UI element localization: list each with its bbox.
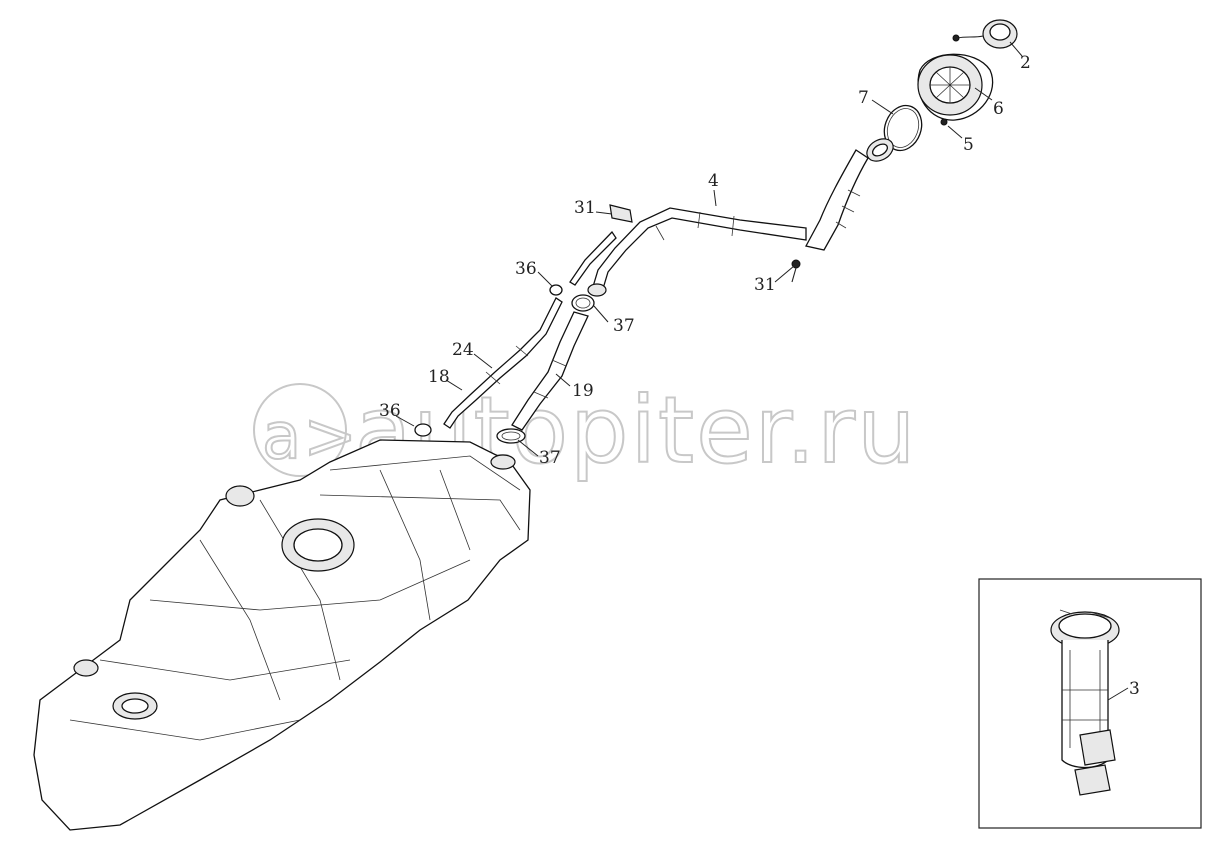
callout-7: 7 <box>858 88 869 108</box>
bolt-lower <box>791 259 801 283</box>
filler-housing <box>917 53 994 126</box>
callout-31-lower: 31 <box>754 275 776 295</box>
filler-hose <box>511 311 589 431</box>
fuel-tank <box>33 439 531 831</box>
callout-18: 18 <box>428 367 450 387</box>
vent-hose <box>443 297 563 429</box>
clamp-37-lower <box>496 428 526 444</box>
callout-37-lower: 37 <box>539 448 561 468</box>
callout-3: 3 <box>1129 679 1140 699</box>
filler-neck-pipe <box>569 138 894 297</box>
clamp-37-upper <box>571 294 595 312</box>
callout-6: 6 <box>993 99 1004 119</box>
o-ring-seal <box>883 104 923 152</box>
callout-36-upper: 36 <box>515 259 537 279</box>
clamp-36-lower <box>414 423 432 437</box>
callout-24: 24 <box>452 340 474 360</box>
fuel-cap <box>952 19 1018 49</box>
callout-2: 2 <box>1020 53 1031 73</box>
callouts: 2 6 7 5 4 31 31 36 37 24 18 19 36 37 3 <box>379 53 1140 699</box>
callout-31-upper: 31 <box>574 198 596 218</box>
callout-4: 4 <box>708 171 719 191</box>
callout-36-lower: 36 <box>379 401 401 421</box>
inset-fuel-pump <box>978 578 1202 829</box>
clamp-36-upper <box>549 284 563 296</box>
leader-lines <box>395 41 1129 701</box>
bracket-upper <box>609 204 633 223</box>
callout-5: 5 <box>963 135 974 155</box>
callout-19: 19 <box>572 381 594 401</box>
callout-37-upper: 37 <box>613 316 635 336</box>
